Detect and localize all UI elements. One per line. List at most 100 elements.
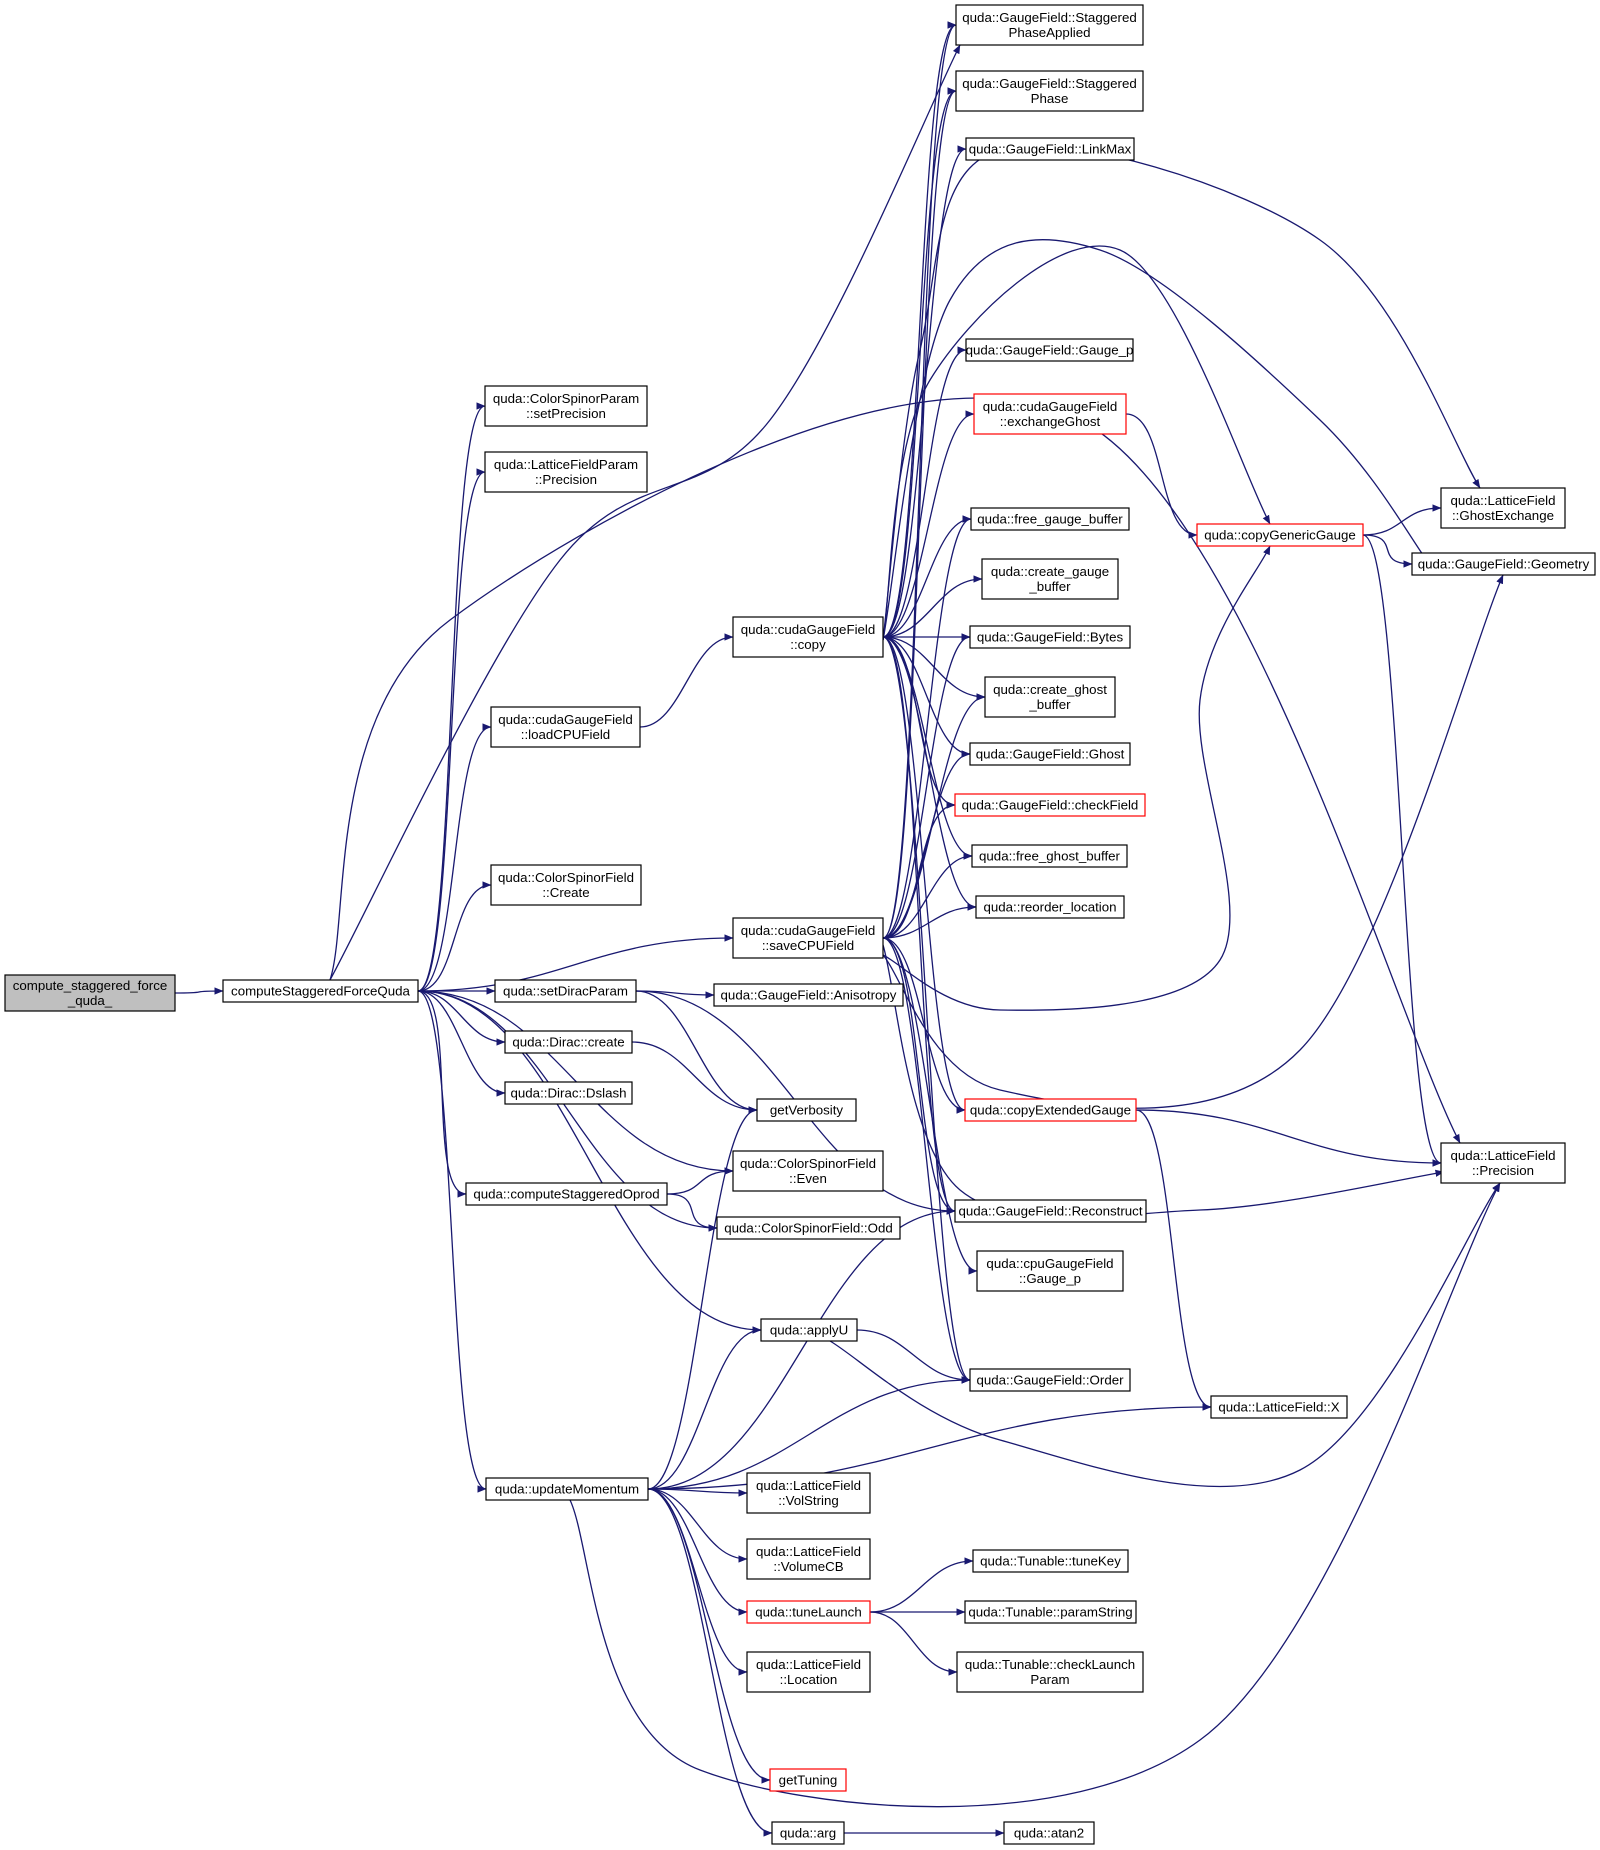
node-box: [955, 4, 1144, 46]
node-root[interactable]: compute_staggered_force_quda_: [4, 974, 176, 1012]
node-box: [969, 625, 1131, 649]
edge-cgfCopy-to-copyGeneric: [882, 245, 1271, 641]
node-csfq[interactable]: computeStaggeredForceQuda: [222, 979, 419, 1003]
edge-cgfCopy-to-createGauge: [882, 575, 983, 638]
node-lfpPrec[interactable]: quda::LatticeFieldParam::Precision: [484, 451, 648, 493]
node-freeGhost[interactable]: quda::free_ghost_buffer: [971, 844, 1128, 868]
node-label: quda::computeStaggeredOprod: [473, 1187, 659, 1202]
node-label: quda::GaugeField::Ghost: [976, 747, 1125, 762]
node-compOprod[interactable]: quda::computeStaggeredOprod: [465, 1182, 668, 1206]
edge-cgfCopy-to-ghostExch: [882, 145, 1481, 641]
edge-saveCPU-to-freeGauge: [882, 515, 972, 939]
node-label: quda::GaugeField::Staggered: [962, 10, 1136, 25]
node-reorder[interactable]: quda::reorder_location: [975, 895, 1125, 919]
edge-updMom-to-reconstruct: [647, 1207, 956, 1490]
node-order[interactable]: quda::GaugeField::Order: [969, 1368, 1131, 1392]
node-lfX[interactable]: quda::LatticeField::X: [1210, 1395, 1348, 1419]
node-label: quda::GaugeField::Reconstruct: [958, 1204, 1142, 1219]
edge-tuneLaunch-to-tuneKey: [869, 1557, 974, 1613]
node-setDirac[interactable]: quda::setDiracParam: [494, 979, 637, 1003]
node-box: [746, 1600, 871, 1624]
node-label: quda::ColorSpinorField: [498, 870, 634, 885]
node-label: quda::LatticeField: [756, 1544, 861, 1559]
edge-tuneLaunch-to-checkLaunch: [869, 1611, 958, 1676]
node-cpuGaugeP[interactable]: quda::cpuGaugeField::Gauge_p: [976, 1250, 1124, 1292]
node-label: ::saveCPUField: [762, 938, 854, 953]
edge-saveCPU-to-lfPrec: [882, 944, 1445, 1219]
node-box: [1440, 1142, 1566, 1184]
node-freeGauge[interactable]: quda::free_gauge_buffer: [970, 507, 1130, 531]
node-box: [716, 1216, 901, 1240]
node-label: Phase: [1031, 91, 1069, 106]
node-volString[interactable]: quda::LatticeField::VolString: [746, 1472, 871, 1514]
node-label: ::exchangeGhost: [1000, 414, 1101, 429]
node-diracCreate[interactable]: quda::Dirac::create: [504, 1030, 633, 1054]
node-exGhost[interactable]: quda::cudaGaugeField::exchangeGhost: [973, 393, 1127, 435]
node-tuneLaunch[interactable]: quda::tuneLaunch: [746, 1600, 871, 1624]
node-csfEven[interactable]: quda::ColorSpinorField::Even: [732, 1150, 884, 1192]
edge-csfq-to-lfpPrec: [417, 468, 486, 992]
node-atan2[interactable]: quda::atan2: [1003, 1821, 1095, 1845]
node-createGhost[interactable]: quda::create_ghost_buffer: [984, 676, 1116, 718]
node-box: [769, 1768, 847, 1792]
node-label: getTuning: [779, 1773, 838, 1788]
node-reconstruct[interactable]: quda::GaugeField::Reconstruct: [954, 1199, 1147, 1223]
edge-applyU-to-lfPrec: [829, 1182, 1501, 1488]
node-paramString[interactable]: quda::Tunable::paramString: [964, 1600, 1137, 1624]
node-location[interactable]: quda::LatticeField::Location: [746, 1651, 871, 1693]
node-applyU[interactable]: quda::applyU: [760, 1318, 858, 1342]
edge-copyExt-to-lfPrec: [1135, 1109, 1442, 1167]
node-box: [964, 1098, 1137, 1122]
node-getVerb[interactable]: getVerbosity: [756, 1098, 857, 1122]
node-box: [970, 507, 1130, 531]
node-csfOdd[interactable]: quda::ColorSpinorField::Odd: [716, 1216, 901, 1240]
node-saveCPU[interactable]: quda::cudaGaugeField::saveCPUField: [732, 917, 884, 959]
node-geometry[interactable]: quda::GaugeField::Geometry: [1411, 552, 1596, 576]
node-label: quda::updateMomentum: [495, 1482, 639, 1497]
node-box: [465, 1182, 668, 1206]
node-label: ::Create: [542, 885, 589, 900]
edge-csfq-to-saveCPU: [417, 934, 734, 992]
edge-saveCPU-to-geometry: [882, 574, 1504, 1109]
node-diracDslash[interactable]: quda::Dirac::Dslash: [504, 1081, 633, 1105]
edge-saveCPU-to-sPhase: [882, 87, 957, 939]
node-anis[interactable]: quda::GaugeField::Anisotropy: [713, 983, 904, 1007]
edge-updMom-to-volumeCB: [647, 1488, 748, 1563]
node-loadCPU[interactable]: quda::cudaGaugeField::loadCPUField: [490, 706, 641, 748]
node-copyGeneric[interactable]: quda::copyGenericGauge: [1196, 523, 1364, 547]
node-arg[interactable]: quda::arg: [771, 1821, 845, 1845]
node-label: quda::Tunable::tuneKey: [980, 1554, 1121, 1569]
node-label: quda::arg: [780, 1826, 836, 1841]
node-label: quda::ColorSpinorParam: [493, 391, 639, 406]
node-linkMax[interactable]: quda::GaugeField::LinkMax: [965, 137, 1135, 161]
node-box: [4, 974, 176, 1012]
edge-saveCPU-to-freeGhost: [882, 852, 973, 939]
node-checkField[interactable]: quda::GaugeField::checkField: [954, 793, 1146, 817]
node-createGauge[interactable]: quda::create_gauge_buffer: [981, 558, 1119, 600]
node-label: ::VolumeCB: [773, 1559, 843, 1574]
edge-updMom-to-lfPrec: [569, 1182, 1501, 1808]
node-volumeCB[interactable]: quda::LatticeField::VolumeCB: [746, 1538, 871, 1580]
node-cgfCopy[interactable]: quda::cudaGaugeField::copy: [732, 616, 884, 658]
node-box: [490, 706, 641, 748]
node-updMom[interactable]: quda::updateMomentum: [485, 1477, 649, 1501]
node-bytes[interactable]: quda::GaugeField::Bytes: [969, 625, 1131, 649]
node-cspSetPrec[interactable]: quda::ColorSpinorParam::setPrecision: [484, 385, 648, 427]
node-csfCreate[interactable]: quda::ColorSpinorField::Create: [490, 864, 642, 906]
node-ghostExch[interactable]: quda::LatticeField::GhostExchange: [1440, 487, 1566, 529]
node-tuneKey[interactable]: quda::Tunable::tuneKey: [972, 1549, 1129, 1573]
node-box: [1210, 1395, 1348, 1419]
node-box: [485, 1477, 649, 1501]
node-gaugeP[interactable]: quda::GaugeField::Gauge_p: [965, 338, 1134, 362]
node-label: quda::LatticeField: [1451, 1148, 1556, 1163]
node-lfPrec[interactable]: quda::LatticeField::Precision: [1440, 1142, 1566, 1184]
node-label: ::Gauge_p: [1019, 1271, 1081, 1286]
node-getTuning[interactable]: getTuning: [769, 1768, 847, 1792]
node-ghost[interactable]: quda::GaugeField::Ghost: [969, 742, 1131, 766]
edge-root-to-csfq: [174, 987, 224, 995]
node-copyExt[interactable]: quda::copyExtendedGauge: [964, 1098, 1137, 1122]
edge-applyU-to-order: [856, 1329, 971, 1384]
